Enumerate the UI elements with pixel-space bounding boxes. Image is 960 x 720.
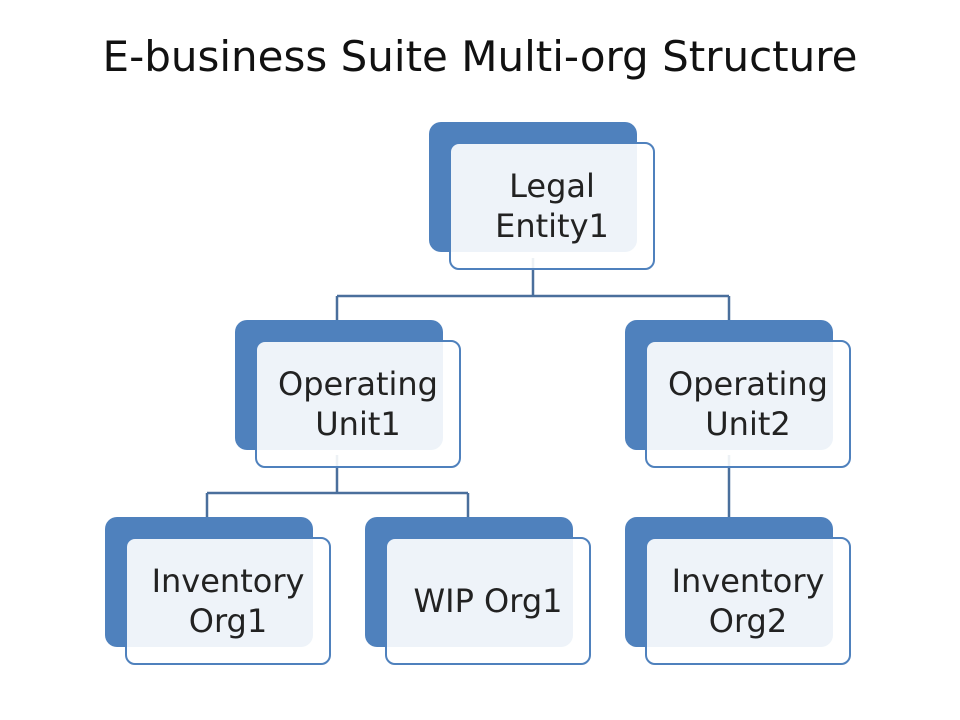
node-label-box: Inventory Org2	[645, 537, 851, 665]
node-label-line2: Org2	[708, 602, 788, 640]
node-label-line1: Operating	[278, 365, 438, 403]
node-label-box: Inventory Org1	[125, 537, 331, 665]
node-label-line2: Entity1	[495, 207, 609, 245]
node-label-box: Legal Entity1	[449, 142, 655, 270]
node-label-line1: Inventory	[671, 562, 825, 600]
node-label-line2: Unit2	[705, 405, 791, 443]
node-label-box: Operating Unit1	[255, 340, 461, 468]
node-label-line2: Unit1	[315, 405, 401, 443]
node-label-line1: Legal	[509, 167, 595, 205]
node-label-box: Operating Unit2	[645, 340, 851, 468]
node-label-line1: Inventory	[151, 562, 305, 600]
node-label-line1: WIP Org1	[413, 582, 563, 620]
node-label-line2: Org1	[188, 602, 268, 640]
node-label-line1: Operating	[668, 365, 828, 403]
page-title: E-business Suite Multi-org Structure	[102, 32, 858, 81]
node-label-box: WIP Org1	[385, 537, 591, 665]
